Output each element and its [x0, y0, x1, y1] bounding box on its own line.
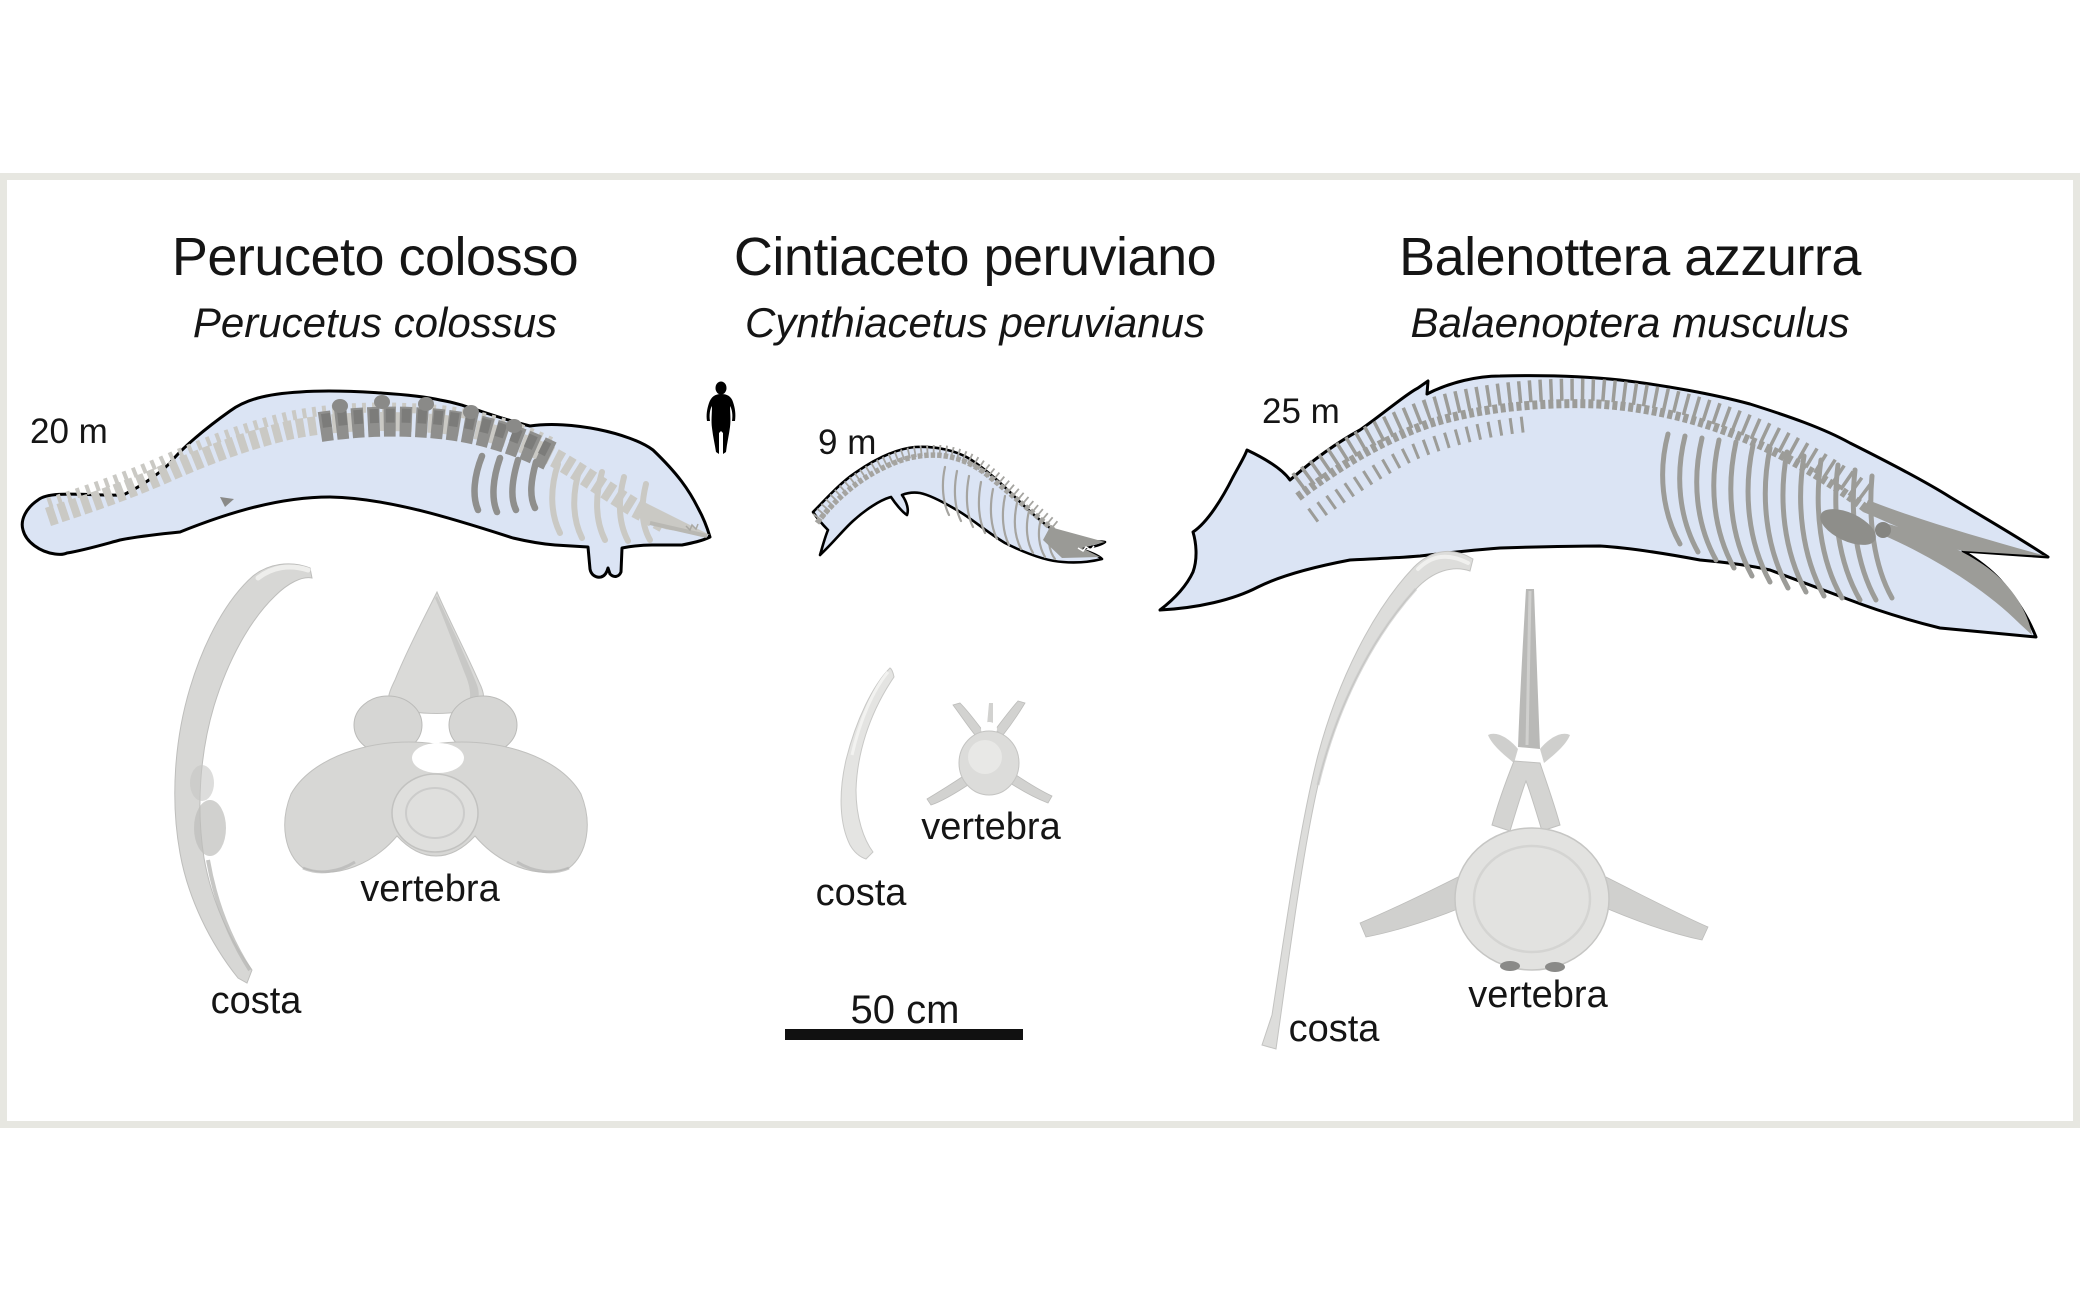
perucetus-rib-image [174, 563, 313, 984]
cynthiacetus-whale-silhouette [811, 445, 1107, 564]
rib-label-perucetus: costa [210, 980, 302, 1022]
cynthiacetus-vertebra-image [926, 700, 1053, 806]
human-scale-icon [706, 381, 736, 454]
perucetus-fossil-bones [220, 395, 557, 516]
vertebra-label-perucetus: vertebra [360, 868, 500, 910]
rib-label-balaenoptera: costa [1288, 1008, 1380, 1050]
length-label-perucetus: 20 m [30, 412, 108, 451]
species-common-name-perucetus: Peruceto colosso [171, 227, 579, 287]
balaenoptera-skeleton [1291, 378, 2046, 635]
figure-frame [0, 173, 2080, 1128]
balaenoptera-rib-image [1261, 550, 1474, 1050]
rib-label-cynthiacetus: costa [815, 872, 907, 914]
perucetus-whale-silhouette [20, 389, 712, 579]
species-scientific-name-cynthiacetus: Cynthiacetus peruvianus [745, 299, 1205, 346]
species-common-name-balaenoptera: Balenottera azzurra [1399, 227, 1861, 287]
cynthiacetus-skeleton [812, 445, 1105, 561]
species-scientific-name-perucetus: Perucetus colossus [192, 299, 558, 346]
scale-bar [785, 1029, 1023, 1040]
balaenoptera-whale-silhouette [1158, 374, 2050, 639]
perucetus-vertebra-image [284, 590, 588, 874]
balaenoptera-vertebra-image [1359, 589, 1709, 972]
vertebra-label-balaenoptera: vertebra [1468, 974, 1608, 1016]
cynthiacetus-rib-image [840, 667, 895, 860]
species-scientific-name-balaenoptera: Balaenoptera musculus [1410, 299, 1850, 346]
length-label-balaenoptera: 25 m [1262, 392, 1340, 431]
length-label-cynthiacetus: 9 m [818, 423, 877, 462]
scale-bar-label: 50 cm [850, 988, 960, 1032]
species-common-name-cynthiacetus: Cintiaceto peruviano [733, 227, 1217, 287]
vertebra-label-cynthiacetus: vertebra [921, 806, 1061, 848]
